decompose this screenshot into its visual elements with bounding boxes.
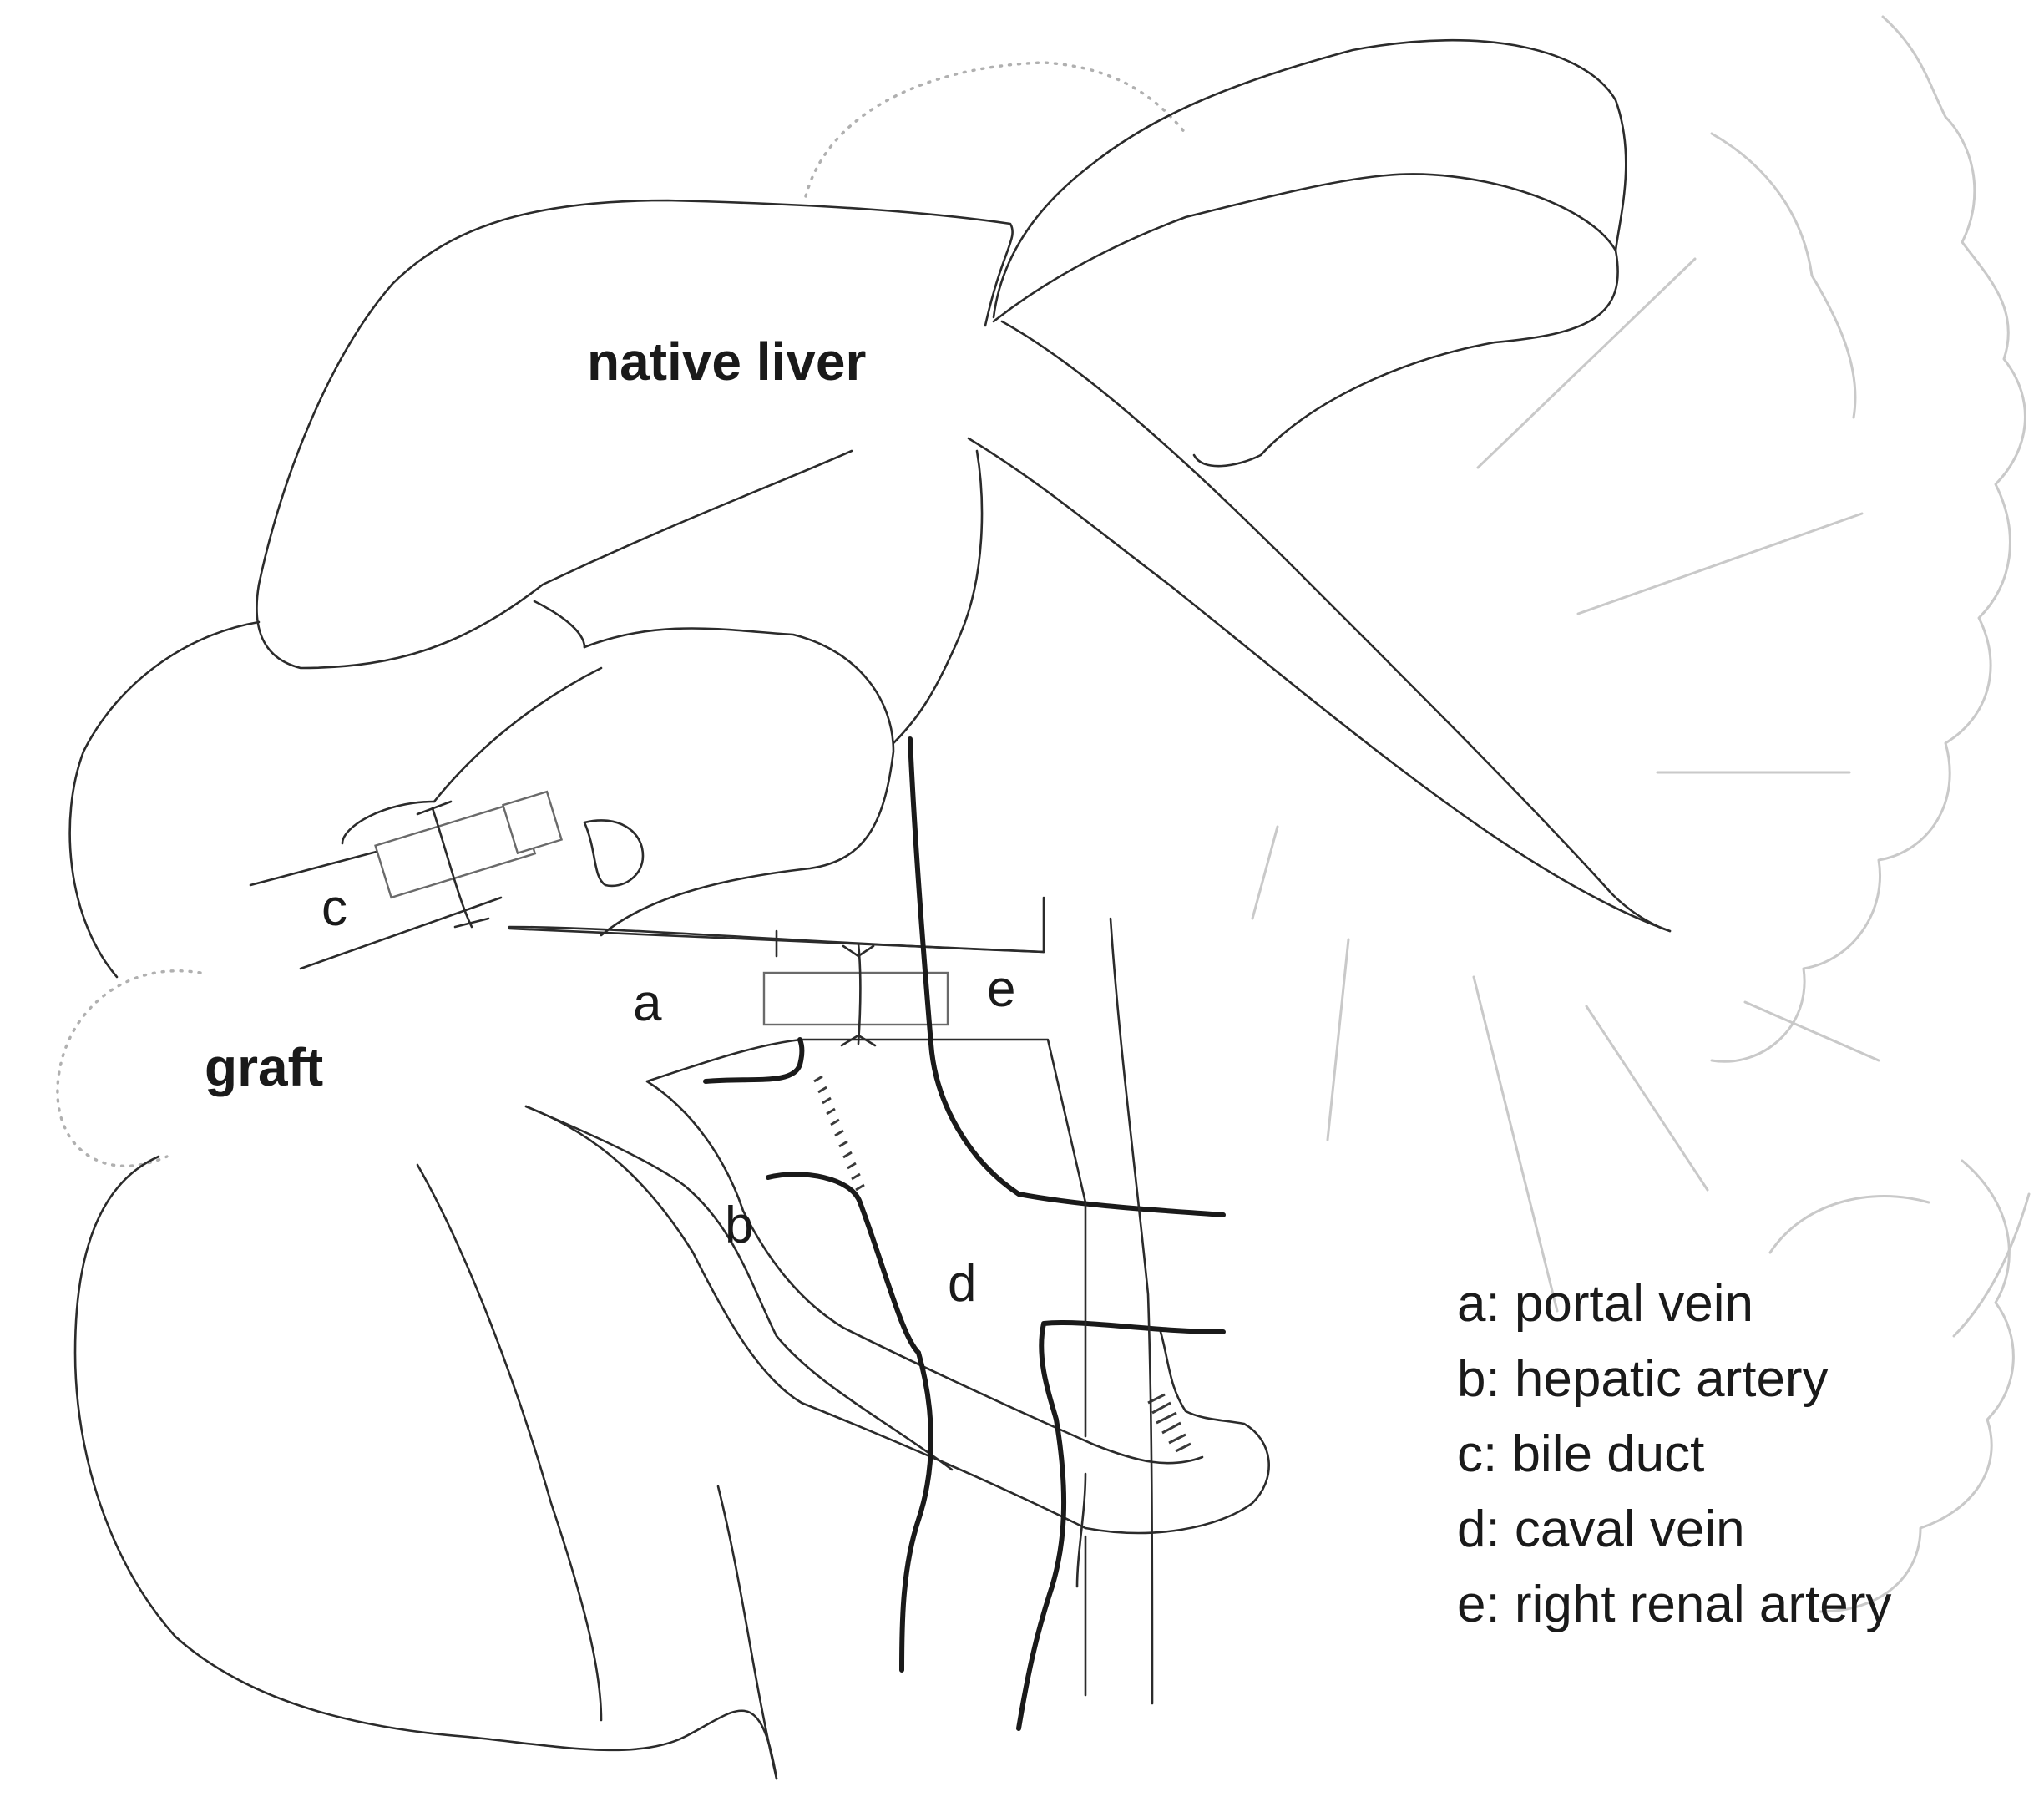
native-liver: [256, 38, 1672, 933]
legend-item-right-renal-artery: e: right renal artery: [1457, 1576, 1891, 1633]
gallbladder-remnant: [583, 819, 645, 888]
graft-label: graft: [205, 1037, 323, 1097]
legend: a: portal vein b: hepatic artery c: bile…: [1457, 1275, 1891, 1633]
artery-anastomosis-hatch: [813, 1075, 865, 1192]
label-b: b: [725, 1197, 753, 1254]
aorta: [1084, 917, 1154, 1705]
renal-anastomosis-hatch: [1147, 1393, 1191, 1453]
legend-item-caval-vein: d: caval vein: [1457, 1501, 1745, 1558]
native-liver-label: native liver: [587, 332, 866, 392]
bile-duct: [249, 790, 645, 970]
legend-item-hepatic-artery: b: hepatic artery: [1457, 1350, 1829, 1408]
legend-item-portal-vein: a: portal vein: [1457, 1275, 1753, 1333]
label-e: e: [987, 960, 1015, 1018]
resected-lobe-graft: [56, 969, 202, 1167]
caval-vein: [703, 736, 1226, 1731]
portal-vein: [508, 896, 1087, 1204]
bile-duct-stent-tip: [501, 790, 564, 855]
legend-item-bile-duct: c: bile duct: [1457, 1425, 1704, 1483]
portal-vein-cuff: [762, 971, 949, 1026]
resected-lobe-top: [804, 61, 1187, 198]
label-a: a: [633, 974, 662, 1032]
label-c: c: [321, 879, 347, 937]
intestine-outline: [1251, 15, 2031, 1613]
hepatic-artery: [524, 1075, 1270, 1588]
label-d: d: [948, 1255, 976, 1313]
graft-liver: [68, 620, 1045, 1780]
